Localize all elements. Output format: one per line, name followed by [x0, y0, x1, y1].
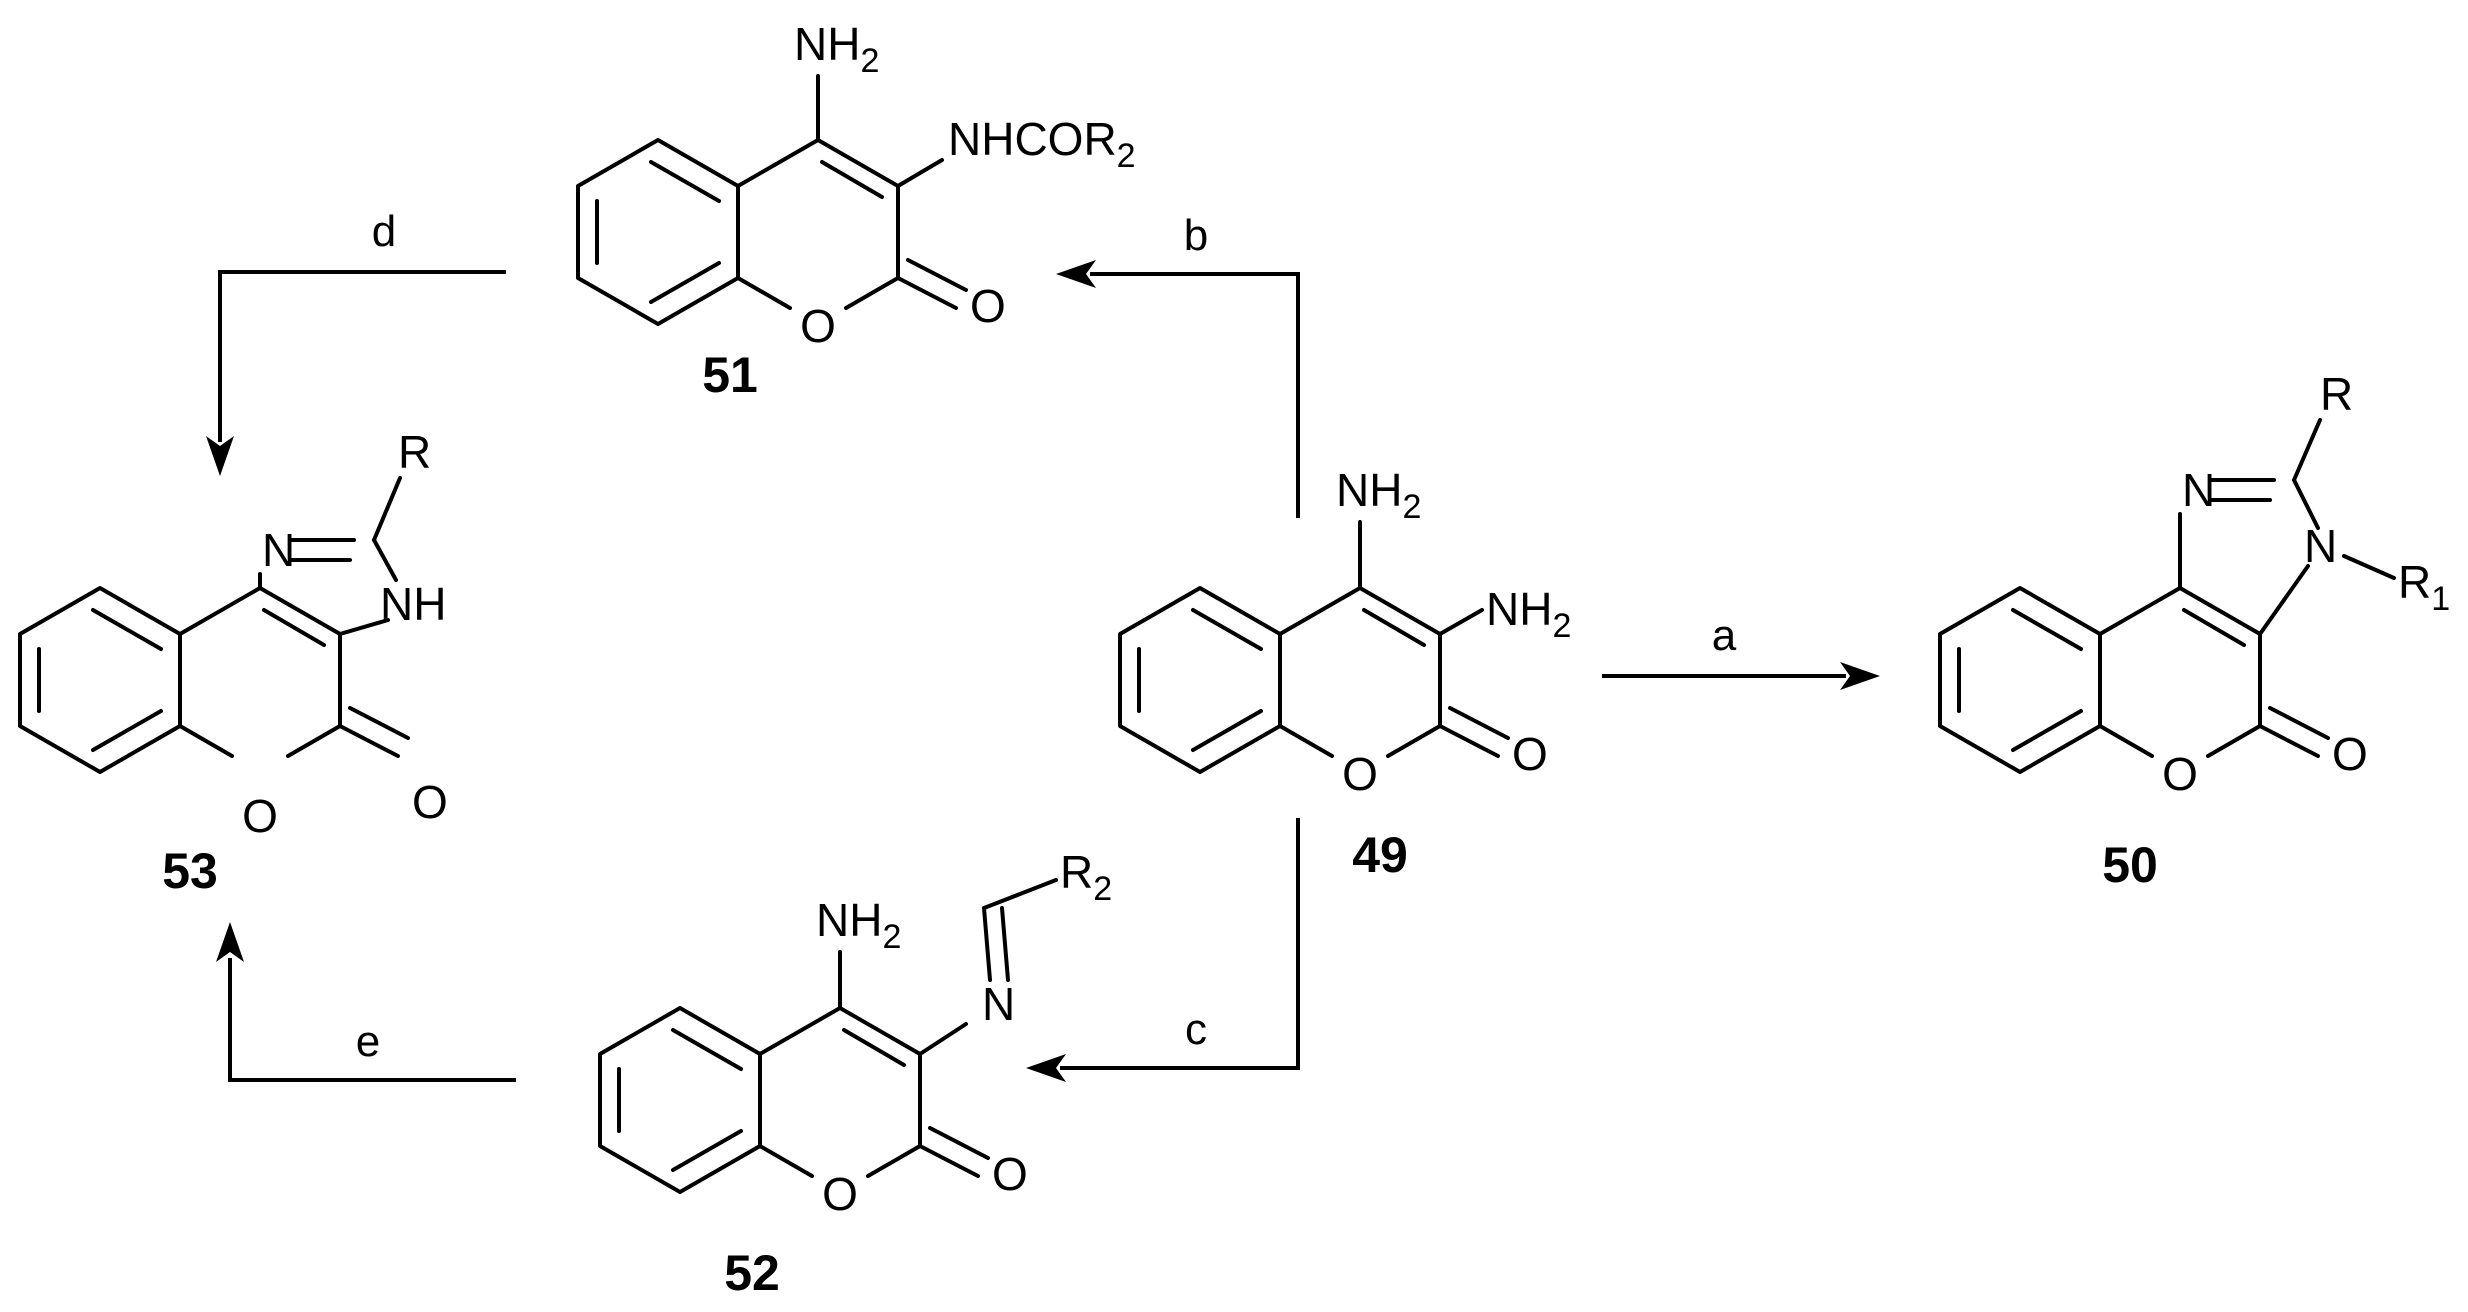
compound-49-amine-4: NH2 — [1336, 464, 1421, 526]
arrow-a-head — [1840, 662, 1880, 690]
compound-49: NH2 NH2 O O 49 — [1118, 464, 1571, 883]
arrow-b-head — [1056, 260, 1096, 288]
arrow-b-label: b — [1184, 211, 1208, 260]
compound-49-carbonyl-oxygen: O — [1512, 728, 1548, 780]
compound-53-label: 53 — [162, 843, 218, 899]
compound-53-carbonyl-oxygen: O — [412, 776, 448, 828]
compound-52: NH2 N R2 O O 52 — [598, 846, 1112, 1301]
compound-49-amine-3: NH2 — [1486, 583, 1571, 645]
compound-52-r2-substituent: R2 — [1060, 846, 1112, 908]
arrow-c-label: c — [1185, 1005, 1207, 1054]
arrow-c-head — [1026, 1054, 1066, 1082]
compound-52-bonds — [598, 878, 1058, 1194]
arrow-e-head — [216, 922, 244, 962]
compound-53-bonds — [18, 476, 410, 774]
compound-50: R N N R1 O O 50 — [1938, 368, 2450, 893]
arrow-e-label: e — [356, 1017, 380, 1066]
compound-50-label: 50 — [2102, 837, 2158, 893]
compound-51-carbonyl-oxygen: O — [970, 280, 1006, 332]
compound-51-ring-oxygen: O — [800, 300, 836, 352]
compound-49-bonds — [1118, 520, 1510, 774]
compound-50-substituted-nitrogen: N — [2304, 520, 2337, 572]
compound-53-ring-oxygen: O — [242, 790, 278, 842]
arrow-e: e — [216, 922, 516, 1082]
compound-51: NH2 NHCOR2 O O 51 — [576, 18, 1136, 403]
compound-50-imine-nitrogen: N — [2182, 464, 2215, 516]
compound-52-label: 52 — [724, 1245, 780, 1301]
arrow-a-label: a — [1712, 611, 1737, 660]
compound-52-ring-oxygen: O — [822, 1168, 858, 1220]
compound-50-r1-substituent: R1 — [2398, 556, 2450, 618]
arrow-c: c — [1026, 818, 1300, 1082]
arrow-a: a — [1602, 611, 1880, 690]
compound-51-amide-group: NHCOR2 — [948, 113, 1136, 175]
compound-53-nh-group: NH — [380, 578, 446, 630]
compound-50-carbonyl-oxygen: O — [2332, 728, 2368, 780]
compound-50-r-substituent: R — [2320, 368, 2353, 420]
arrow-d: d — [206, 207, 506, 476]
compound-53-imine-nitrogen: N — [262, 524, 295, 576]
compound-49-label: 49 — [1352, 827, 1408, 883]
compound-51-label: 51 — [702, 347, 758, 403]
compound-52-imine-nitrogen: N — [982, 978, 1015, 1030]
compound-53-r-substituent: R — [398, 426, 431, 478]
compound-50-bonds — [1938, 418, 2396, 774]
arrow-d-head — [206, 436, 234, 476]
compound-52-carbonyl-oxygen: O — [992, 1148, 1028, 1200]
compound-50-ring-oxygen: O — [2162, 748, 2198, 800]
arrow-d-label: d — [372, 207, 396, 256]
compound-53: R N NH O O 53 — [18, 426, 448, 899]
compound-49-ring-oxygen: O — [1342, 748, 1378, 800]
compound-52-amine-4: NH2 — [816, 894, 901, 956]
compound-51-amine-4: NH2 — [794, 18, 879, 80]
compound-51-bonds — [576, 74, 968, 326]
arrow-b: b — [1056, 211, 1300, 518]
